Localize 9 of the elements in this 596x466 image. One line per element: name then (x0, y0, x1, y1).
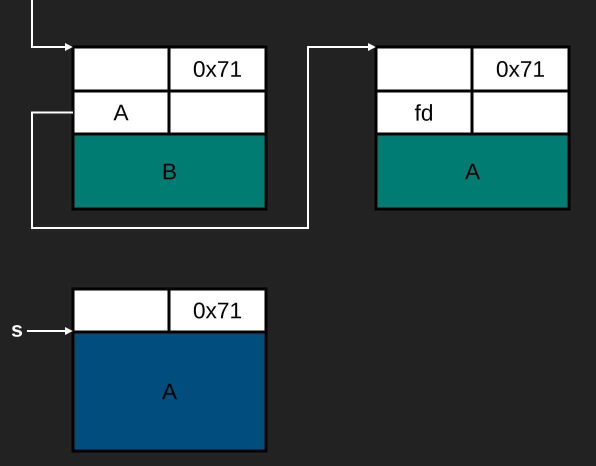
pointer-label: s (12, 325, 22, 337)
data-block: A (72, 330, 268, 452)
data-block: B (72, 132, 268, 210)
field-cell: fd (374, 90, 474, 136)
field-cell: 0x71 (168, 46, 268, 92)
field-cell: 0x71 (470, 46, 570, 92)
data-block: A (374, 132, 570, 210)
field-cell: 0x71 (168, 288, 268, 334)
field-cell: A (72, 90, 170, 136)
